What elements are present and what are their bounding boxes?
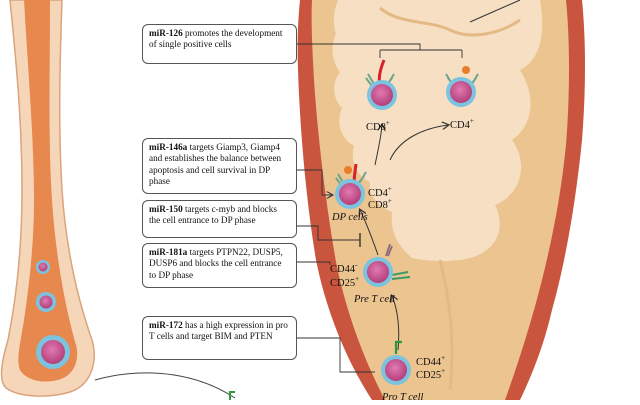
annotation-text: promotes the development of single posit…	[149, 28, 283, 50]
connectors	[296, 43, 463, 373]
marrow-cell-small	[36, 260, 50, 274]
pro-t-cell	[381, 340, 411, 385]
label-pro-t-cell: Pro T cell	[381, 392, 423, 400]
label-pro-cd44: CD44+	[416, 354, 445, 368]
connector-mir181a	[296, 261, 331, 265]
annotation-mir126: miR-126 promotes the development of sing…	[142, 24, 297, 64]
marrow-cell-medium	[36, 292, 56, 312]
septum-2	[438, 259, 454, 391]
mirna-name: miR-181a	[149, 247, 188, 257]
pre-t-cell	[363, 243, 411, 287]
marrow-cell-large	[36, 335, 70, 369]
mirna-name: miR-150	[149, 204, 183, 214]
connector-mir146a	[296, 169, 332, 195]
thymus-medulla	[332, 0, 543, 261]
label-dp-cd8: CD8+	[368, 197, 392, 211]
mirna-name: miR-172	[149, 320, 183, 330]
cd8-cell	[365, 59, 397, 110]
arrow-pro-to-pre	[392, 296, 400, 351]
cd4-cell	[445, 66, 479, 107]
cell-labels: CD8+ CD4+ CD4+ CD8+ DP cells CD44- CD25+…	[330, 117, 474, 403]
connector-mir172	[296, 337, 375, 373]
arrow-dp-to-cd8	[374, 125, 382, 166]
annotation-mir146a: miR-146a targets Giamp3, Giamp4 and esta…	[142, 138, 297, 194]
annotation-text: has a high expression in pro T cells and…	[149, 320, 288, 342]
label-cd8: CD8+	[366, 119, 390, 133]
annotation-mir172: miR-172 has a high expression in pro T c…	[142, 316, 297, 360]
label-cd4: CD4+	[450, 117, 474, 131]
thymus-septum	[379, 6, 521, 37]
connector-mir150	[296, 225, 360, 241]
annotation-text: targets c-myb and blocks the cell entran…	[149, 204, 277, 226]
annotation-mir181a: miR-181a targets PTPN22, DUSP5, DUSP6 an…	[142, 243, 297, 288]
top-leader-line	[469, 0, 521, 23]
migration-path	[94, 372, 236, 399]
label-dp-cd4: CD4+	[368, 185, 392, 199]
bone	[0, 0, 95, 397]
label-pre-cd44: CD44-	[330, 261, 358, 275]
diff-arrows	[360, 125, 448, 351]
bone-marrow	[18, 0, 78, 382]
mirna-name: miR-146a	[149, 142, 188, 152]
annotation-mir150: miR-150 targets c-myb and blocks the cel…	[142, 200, 297, 238]
label-dp-cells: DP cells	[331, 212, 368, 223]
mirna-name: miR-126	[149, 28, 183, 38]
dp-cell	[335, 163, 367, 209]
arrow-dp-to-cd4	[389, 125, 448, 161]
arrow-pre-to-dp	[360, 210, 379, 256]
label-pro-cd25: CD25+	[416, 367, 445, 381]
receptor-fragment	[229, 391, 235, 400]
label-pre-t-cell: Pre T cell	[353, 294, 395, 305]
annotation-text: targets PTPN22, DUSP5, DUSP6 and blocks …	[149, 247, 283, 280]
annotation-text: targets Giamp3, Giamp4 and establishes t…	[149, 142, 282, 187]
label-pre-cd25: CD25+	[330, 275, 359, 289]
connector-mir126	[296, 43, 463, 58]
